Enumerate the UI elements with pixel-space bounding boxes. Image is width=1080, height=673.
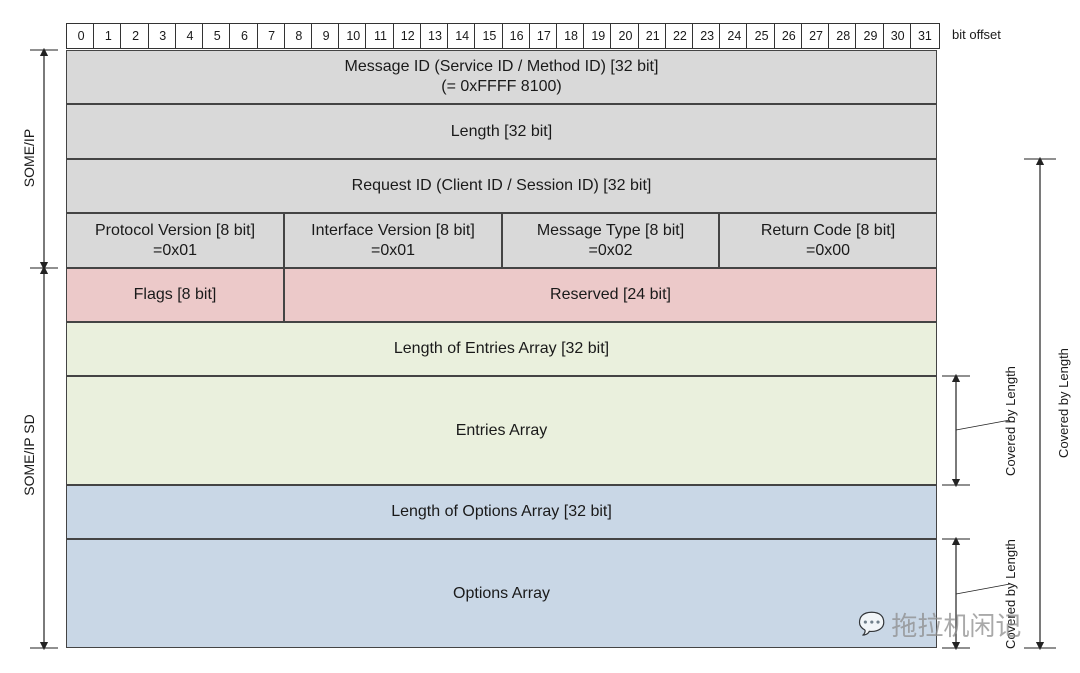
message-type-field: Message Type [8 bit] =0x02 [502,213,719,268]
message-id-value: (= 0xFFFF 8100) [441,78,562,95]
bit-cell: 26 [773,23,804,49]
bit-cell: 5 [202,23,233,49]
watermark-text: 拖拉机闲记 [891,612,1022,642]
length-entries-label: Length of Entries Array [32 bit] [393,340,610,357]
length-label: Length [32 bit] [450,122,553,140]
bit-cell: 18 [555,23,587,49]
return-code-value: =0x00 [805,241,851,259]
entries-length-bracket [942,373,1011,488]
interface-version-value: =0x01 [370,241,416,259]
bit-cell: 10 [338,23,369,49]
request-id-field: Request ID (Client ID / Session ID) [32 … [66,159,937,213]
bit-cell: 12 [392,23,423,49]
message-type-value: =0x02 [588,241,633,259]
flags-label: Flags [8 bit] [133,286,217,303]
total-length-bracket [1024,156,1056,651]
some-ip-label: SOME/IP [21,128,37,188]
length-field: Length [32 bit] [66,104,937,159]
watermark: 💬 拖拉机闲记 [858,606,1021,643]
request-id-label: Request ID (Client ID / Session ID) [32 … [351,177,652,194]
entries-array-field: Entries Array [66,376,937,485]
bit-cell: 0 [66,23,97,49]
bit-cell: 30 [882,23,913,49]
covered-entries-label: Covered by Length [1003,366,1018,476]
bit-offset-label: bit offset [952,27,1001,42]
interface-version-field: Interface Version [8 bit] =0x01 [284,213,502,268]
options-array-label: Options Array [453,584,550,602]
bit-cell: 15 [474,23,505,49]
bit-cell: 24 [719,23,750,49]
protocol-version-value: =0x01 [152,241,198,259]
bit-cell: 11 [365,23,396,49]
some-ip-sd-label: SOME/IP SD [21,414,37,496]
bit-cell: 9 [310,23,342,49]
options-array-field: Options Array [66,539,937,648]
length-options-field: Length of Options Array [32 bit] [66,485,937,539]
bit-cell: 29 [855,23,886,49]
bit-cell: 16 [501,23,532,49]
message-type-label: Message Type [8 bit] [536,221,685,239]
bit-cell: 20 [610,23,641,49]
return-code-field: Return Code [8 bit] =0x00 [719,213,937,268]
message-id-label: Message ID (Service ID / Method ID) [32 … [344,58,659,75]
bit-cell: 21 [637,23,668,49]
return-code-label: Return Code [8 bit] [760,221,896,239]
bit-cell: 8 [283,23,314,49]
bit-cell: 4 [174,23,206,49]
flags-field: Flags [8 bit] [66,268,284,322]
covered-total-label: Covered by Length [1056,348,1071,458]
protocol-version-label: Protocol Version [8 bit] [94,221,256,239]
bit-cell: 14 [447,23,478,49]
protocol-version-field: Protocol Version [8 bit] =0x01 [66,213,284,268]
bit-cell: 7 [256,23,287,49]
message-id-field: Message ID (Service ID / Method ID) [32 … [66,50,937,104]
interface-version-label: Interface Version [8 bit] [311,221,475,239]
bit-cell: 17 [528,23,559,49]
bit-cell: 23 [692,23,723,49]
bit-cell: 28 [828,23,859,49]
bit-cell: 31 [909,23,940,49]
bit-cell: 19 [583,23,614,49]
bit-cell: 27 [800,23,832,49]
bit-cell: 1 [93,23,124,49]
entries-array-label: Entries Array [455,421,548,439]
bit-cell: 2 [120,23,151,49]
bit-cell: 22 [664,23,696,49]
bit-cell: 6 [229,23,260,49]
chat-icon: 💬 [858,612,886,637]
reserved-field: Reserved [24 bit] [284,268,937,322]
bit-cell: 13 [419,23,451,49]
length-entries-field: Length of Entries Array [32 bit] [66,322,937,376]
length-options-label: Length of Options Array [32 bit] [391,503,612,520]
bit-cell: 3 [147,23,178,49]
reserved-label: Reserved [24 bit] [550,286,671,303]
bit-cell: 25 [746,23,777,49]
